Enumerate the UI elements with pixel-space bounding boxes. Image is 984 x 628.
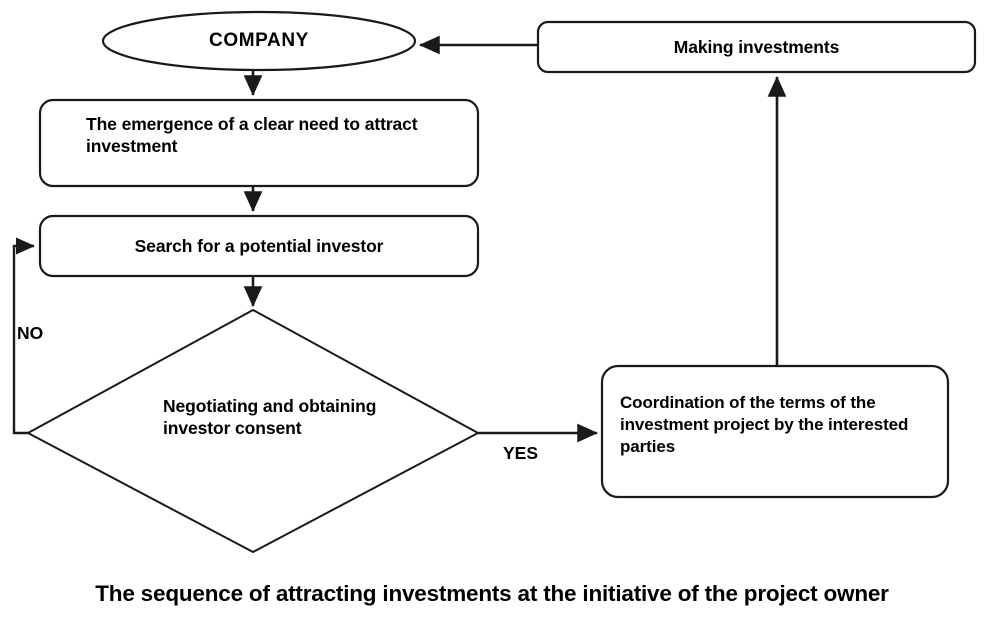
decision-node-shape[interactable] (25, 308, 481, 554)
edge-decision-no-to-search (12, 237, 35, 435)
decision-node-label: Negotiating and obtaining investor conse… (163, 396, 377, 439)
company-node-label: COMPANY (209, 30, 309, 51)
coordination-node-shape[interactable] (600, 364, 950, 499)
edge-label-yes: YES (503, 443, 539, 463)
need-node-label: The emergence of a clear need to attract… (86, 114, 418, 157)
figure-caption: The sequence of attracting investments a… (95, 581, 889, 606)
search-node-shape[interactable] (38, 214, 480, 278)
search-node-label: Search for a potential investor (134, 236, 384, 256)
coordination-node-label: Coordination of the terms of the investm… (620, 393, 909, 456)
making-node-label: Making investments (673, 37, 840, 57)
company-node-shape[interactable] (101, 10, 417, 72)
making-node-shape[interactable] (536, 20, 977, 74)
need-node-shape[interactable] (38, 98, 480, 188)
edge-label-no: NO (17, 323, 44, 343)
